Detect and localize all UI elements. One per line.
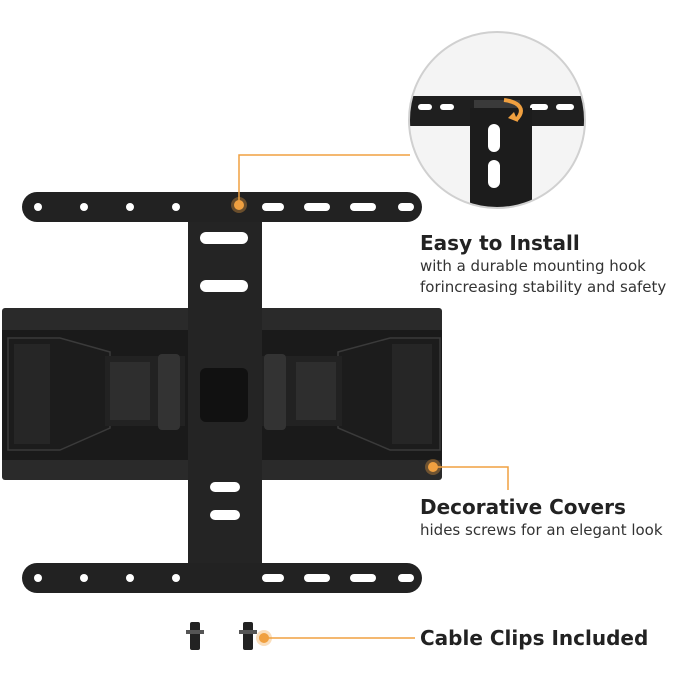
top-rail (22, 192, 422, 222)
right-arm-cover (337, 337, 441, 451)
callout-clips (256, 630, 415, 646)
callout-install (231, 154, 410, 213)
left-arm-cover (7, 337, 111, 451)
feature-covers: Decorative Covers hides screws for an el… (420, 494, 663, 541)
feature-install: Easy to Install with a durable mounting … (420, 230, 666, 298)
right-arm-hinge (262, 354, 342, 430)
bottom-rail (22, 563, 422, 593)
mounting-hook-closeup (408, 31, 586, 209)
cable-clips (186, 622, 257, 650)
left-arm-hinge (105, 354, 185, 430)
callout-covers (425, 459, 509, 490)
feature-clips: Cable Clips Included (420, 625, 648, 651)
feature-desc-line: with a durable mounting hook (420, 257, 646, 275)
feature-title: Decorative Covers (420, 495, 626, 519)
feature-desc-line: forincreasing stability and safety (420, 278, 667, 296)
vertical-tv-plate (188, 212, 262, 576)
feature-title: Cable Clips Included (420, 626, 649, 650)
feature-desc-line: hides screws for an elegant look (420, 521, 663, 539)
feature-title: Easy to Install (420, 231, 580, 255)
